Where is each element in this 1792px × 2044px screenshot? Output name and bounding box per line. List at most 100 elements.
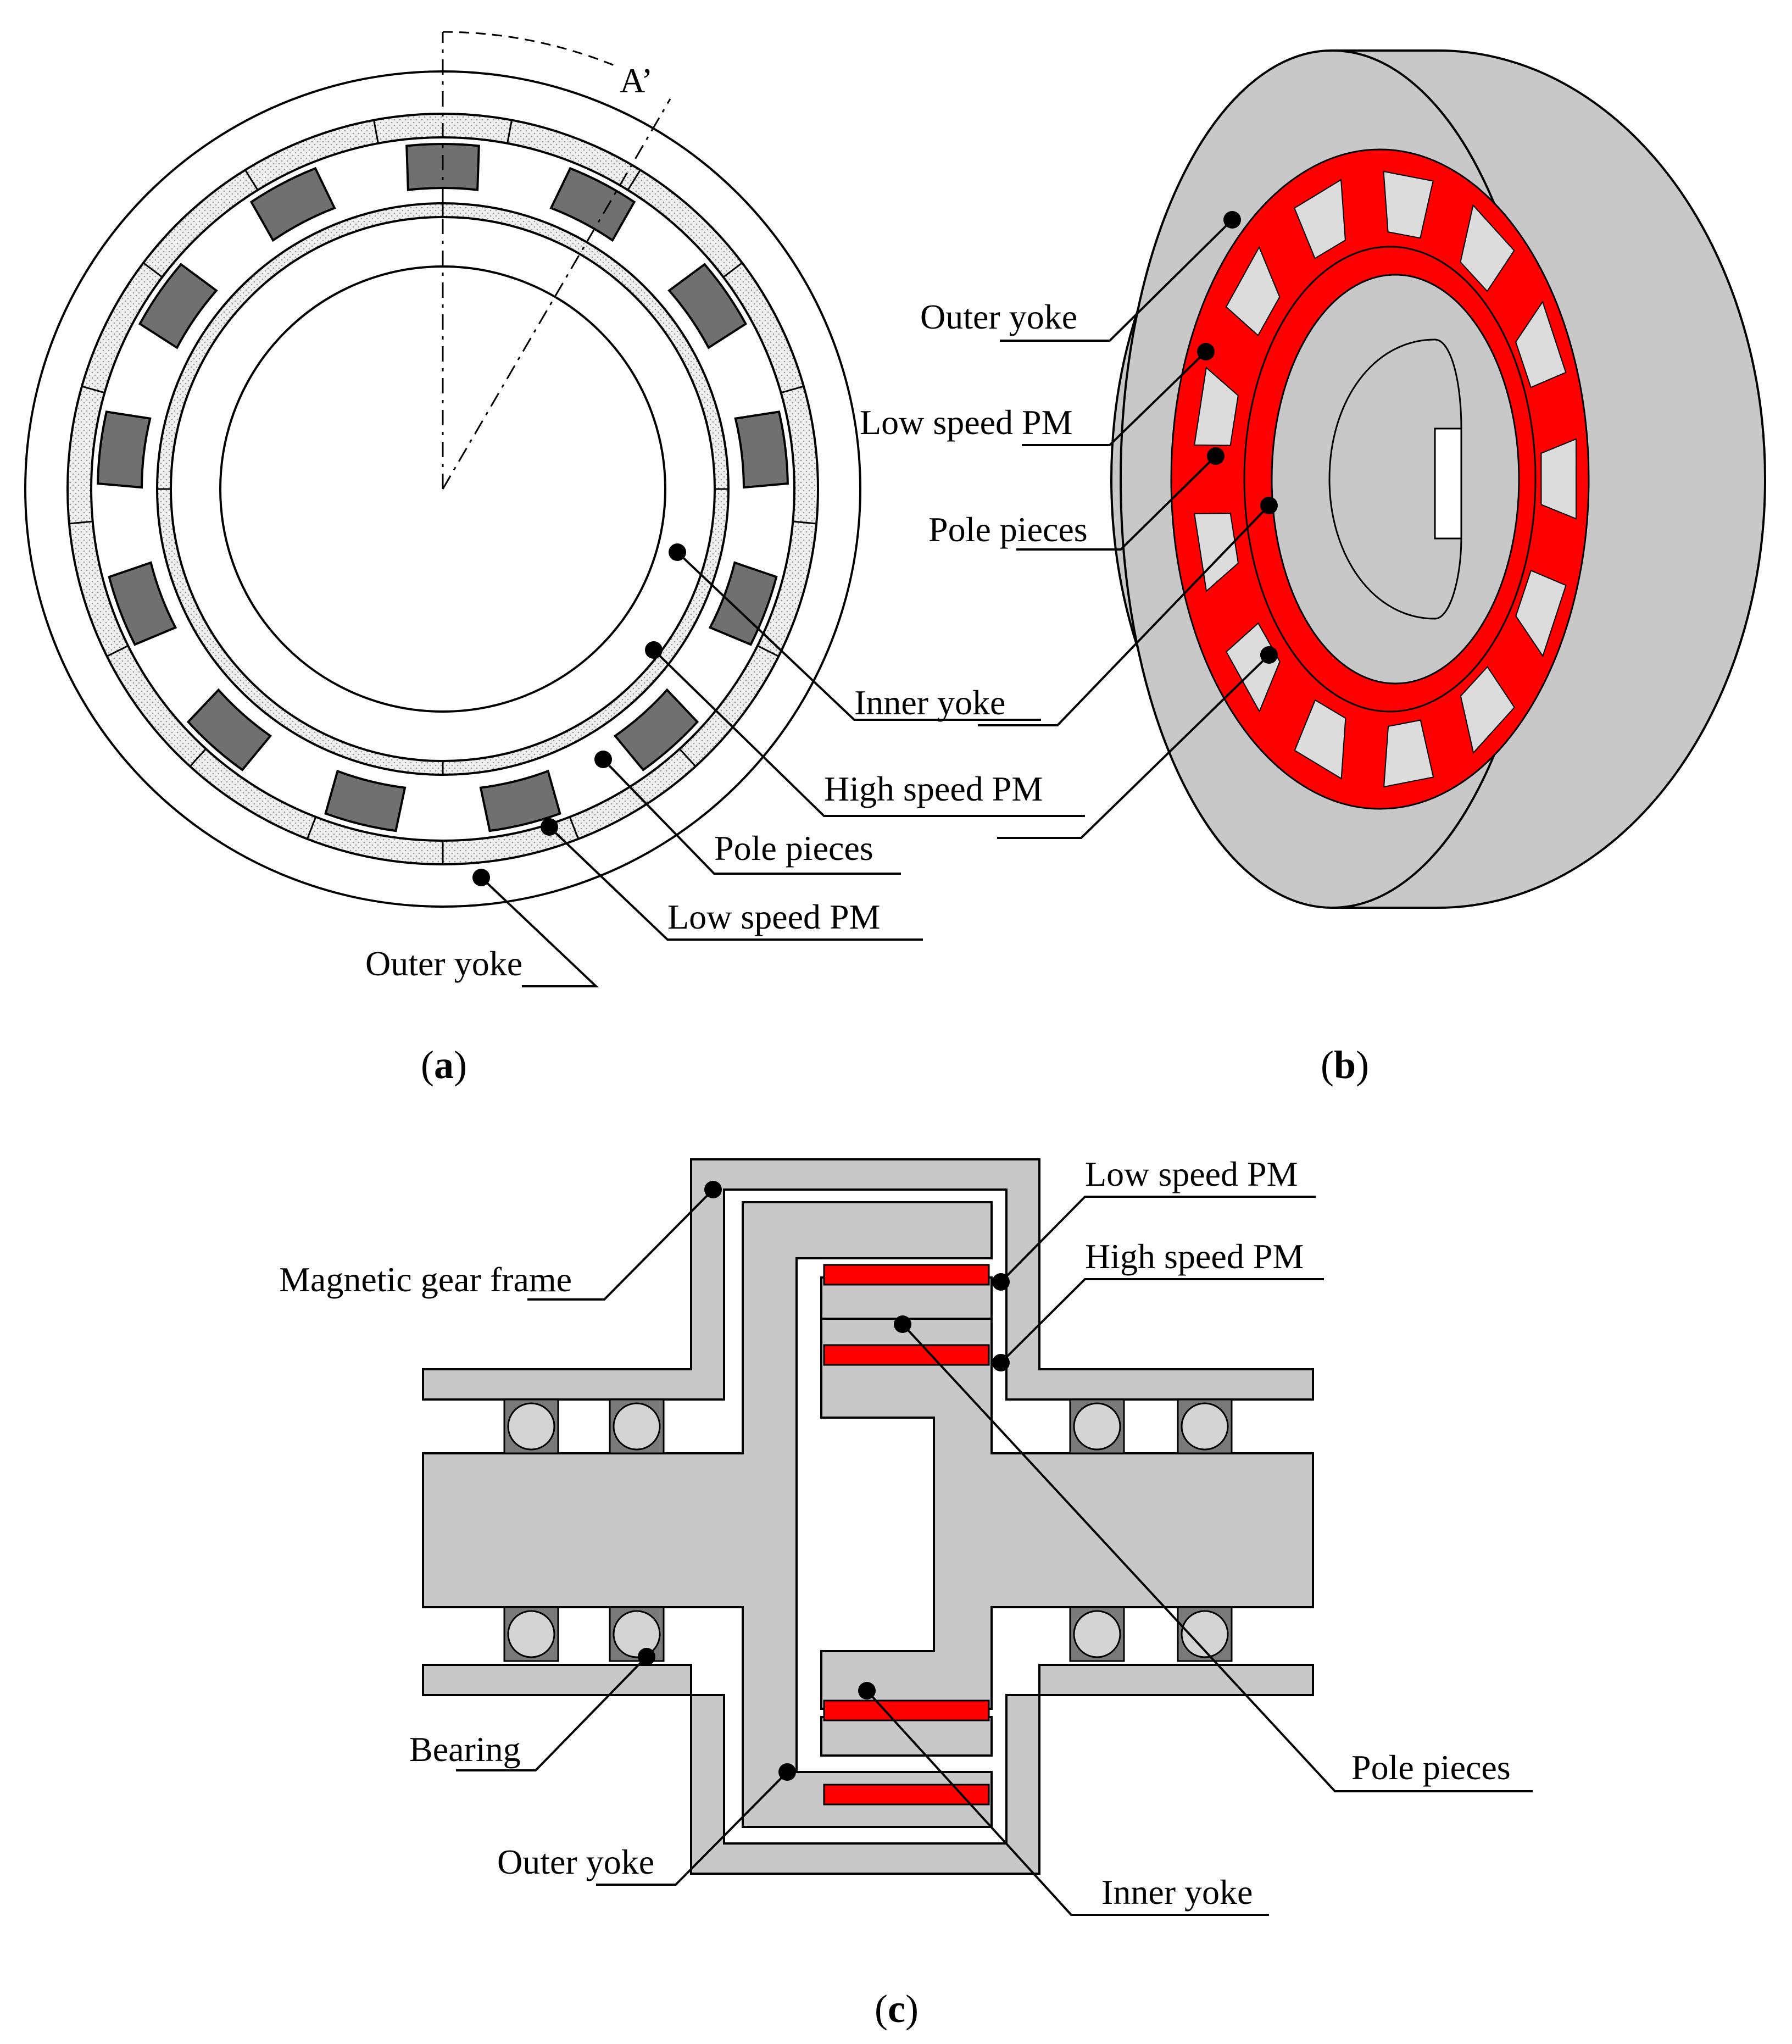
caption-c: (c) [875,1987,919,2031]
pole-piece [249,166,336,242]
bearing-ball [507,1610,555,1658]
panel-c-axial-section: Magnetic gear frame Low speed PM High sp… [279,1154,1533,2031]
b-inner-yoke-leader [997,654,1270,839]
pm-divider [244,169,259,191]
bearing-ball [613,1610,661,1658]
pm-divider [373,120,379,144]
pole-piece [734,410,789,489]
pole-piece-slot [1460,665,1515,754]
pole-pieces-group [97,143,789,832]
low-speed-pm-dividers [69,120,817,864]
pm-divider [722,262,743,278]
bearing-ball [1073,1610,1121,1658]
angle-arc [442,31,615,66]
pole-piece [667,263,748,349]
pole-piece-slot [1383,170,1434,239]
bearings-group [503,1398,1233,1662]
pole-piece-slot [1515,301,1567,388]
pole-piece [549,166,636,242]
pm-divider [81,385,105,394]
pole-pieces-leader [602,758,901,875]
pole-piece-slots [1193,170,1577,788]
angle-label: A’ [620,61,653,100]
c-outer-yoke-label: Outer yoke [497,1842,654,1881]
panel-b-3d-view: Outer yoke Low speed PM Pole pieces (b) [860,49,1766,1087]
pm-divider [793,520,817,525]
bearing-ball [613,1402,661,1451]
inner-bore-3d [1328,338,1462,620]
pm-divider [143,262,163,278]
pole-piece [138,263,218,349]
high-speed-pm-bottom [823,1699,990,1721]
pole-piece-slot [1225,246,1281,337]
b-high-speed-pm-leader [978,504,1270,726]
pole-piece-slot [1540,438,1577,520]
pole-piece-slot [1460,204,1515,292]
low-speed-pm-label: Low speed PM [667,897,881,936]
pole-piece-slot [1294,699,1346,780]
c-inner-yoke-leader [866,1690,1269,1916]
pole-piece [108,561,177,646]
c-low-speed-pm-leader [1000,1196,1316,1283]
c-pole-pieces-leader [901,1323,1533,1792]
inner-yoke-rotor [820,1318,1314,1710]
pole-piece [613,688,699,771]
panel-a-cross-section: A’ Inner yoke High speed PM Pole pieces … [24,31,1085,1087]
low-speed-pm-bottom [823,1784,990,1806]
pole-piece-slot [1383,719,1434,788]
pm-divider [106,645,129,657]
b-pole-pieces-leader [1016,455,1217,551]
pole-piece [479,769,561,832]
c-outer-yoke-leader [596,1771,788,1886]
pole-piece-slot [1226,622,1281,713]
pm-divider [69,520,93,525]
pm-divider [507,120,513,144]
low-speed-pm-top [823,1264,990,1286]
bearing-ball [1073,1402,1121,1451]
pm-divider [679,748,697,767]
inner-yoke-leader [676,551,1041,721]
pm-divider [569,817,580,840]
pole-piece-slot [1193,366,1239,446]
pm-divider [189,748,207,767]
high-speed-pm-leader [653,649,1085,817]
c-bearing-label: Bearing [409,1730,521,1769]
pole-piece [324,769,407,832]
pole-piece [708,561,778,646]
b-pole-pieces-label: Pole pieces [928,510,1088,549]
c-frame-leader [527,1188,714,1301]
c-pole-pieces-label: Pole pieces [1351,1748,1511,1787]
pole-piece [186,688,272,771]
angle-sector-line [442,98,671,490]
c-low-speed-pm-label: Low speed PM [1085,1154,1298,1193]
c-high-speed-pm-label: High speed PM [1085,1237,1304,1276]
high-speed-pm-label: High speed PM [824,769,1043,808]
pole-pieces-label: Pole pieces [714,829,873,868]
outer-yoke-label: Outer yoke [365,944,522,983]
high-speed-pm-top [823,1344,990,1366]
c-inner-yoke-label: Inner yoke [1101,1873,1253,1912]
inner-bore-opening [1434,427,1462,540]
caption-b: (b) [1321,1043,1369,1087]
pole-piece-slot [1294,179,1346,259]
caption-a: (a) [421,1043,467,1087]
bearing-ball [1181,1610,1229,1658]
inner-yoke-label: Inner yoke [854,683,1005,722]
pm-divider [757,645,780,657]
b-outer-yoke-label: Outer yoke [920,297,1077,336]
pole-piece-bottom [820,1716,993,1757]
c-frame-label: Magnetic gear frame [279,1260,572,1299]
b-low-speed-pm-leader [1022,351,1207,446]
pole-piece-slot [1515,569,1567,658]
c-high-speed-pm-leader [1000,1278,1324,1364]
bearing-ball [507,1402,555,1451]
low-speed-pm-leader [548,826,923,941]
b-low-speed-pm-label: Low speed PM [860,403,1073,442]
pm-divider [781,385,804,394]
b-outer-yoke-leader [1000,219,1233,342]
pole-piece [97,410,152,489]
outer-yoke-leader [480,876,599,987]
pm-divider [306,817,317,840]
c-bearing-leader [456,1656,648,1771]
